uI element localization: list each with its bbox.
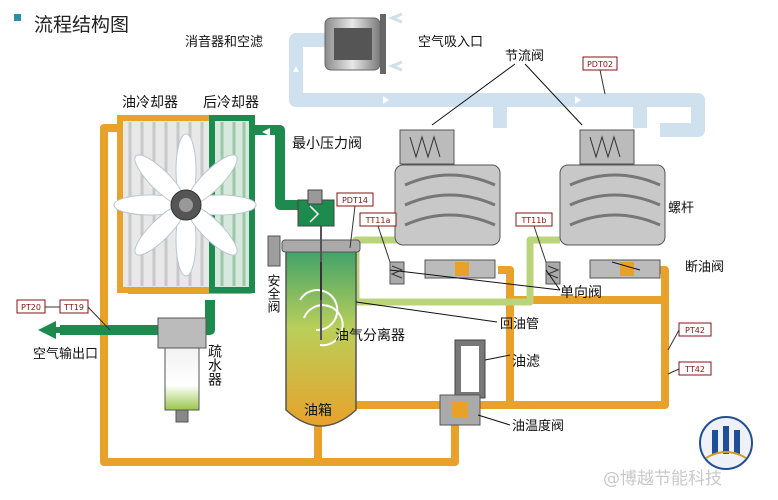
svg-text:PT42: PT42 bbox=[685, 326, 705, 335]
label-oil-filter: 油滤 bbox=[512, 354, 540, 370]
label-silencer-filter: 消音器和空滤 bbox=[185, 34, 263, 50]
label-oil-cooler: 油冷却器 bbox=[122, 95, 178, 111]
watermark-text: @博越节能科技 bbox=[603, 469, 722, 489]
label-oil-stop-valve: 断油阀 bbox=[685, 260, 724, 275]
label-drain: 疏水器 bbox=[206, 344, 222, 386]
label-safety-valve: 安全阀 bbox=[265, 274, 281, 313]
silencer-filter-unit bbox=[324, 12, 403, 74]
label-oil-tank: 油箱 bbox=[304, 403, 332, 419]
screw-compressor-b bbox=[559, 129, 666, 279]
sensor-tag: TT11b bbox=[515, 212, 553, 263]
intake-flow-arrows bbox=[293, 66, 581, 104]
svg-text:TT19: TT19 bbox=[63, 303, 84, 312]
oil-temp-valve bbox=[439, 394, 481, 426]
svg-text:TT42: TT42 bbox=[684, 365, 705, 374]
svg-text:PDT02: PDT02 bbox=[587, 60, 613, 69]
label-check-valve: 单向阀 bbox=[560, 285, 602, 301]
sensor-tag: TT19 bbox=[45, 299, 111, 331]
label-oil-return-pipe: 回油管 bbox=[500, 317, 539, 332]
check-valve-a bbox=[389, 261, 405, 285]
oil-tank bbox=[281, 226, 361, 427]
svg-text:PDT14: PDT14 bbox=[342, 196, 368, 205]
cooling-fan-icon bbox=[113, 133, 257, 277]
label-air-outlet: 空气输出口 bbox=[33, 346, 98, 362]
brand-logo bbox=[699, 416, 753, 470]
sensor-tag: TT11a bbox=[359, 212, 397, 263]
label-screw: 螺杆 bbox=[668, 201, 694, 216]
intake-air-pipe bbox=[289, 33, 705, 137]
label-min-pressure-valve: 最小压力阀 bbox=[292, 136, 362, 152]
sensor-tag: TT42 bbox=[667, 361, 712, 376]
label-oil-separator: 油气分离器 bbox=[335, 327, 405, 344]
page-title: 流程结构图 bbox=[34, 14, 129, 36]
label-air-inlet: 空气吸入口 bbox=[418, 34, 483, 50]
check-valve-b bbox=[545, 261, 561, 285]
sensor-tag: PT42 bbox=[667, 322, 712, 351]
sensor-tag: PDT02 bbox=[582, 56, 618, 95]
drain-trap bbox=[157, 317, 207, 423]
sensor-tag: PT20 bbox=[16, 299, 46, 314]
oil-filter bbox=[454, 339, 486, 399]
air-outlet-arrow-icon bbox=[38, 321, 76, 339]
svg-text:TT11a: TT11a bbox=[365, 216, 391, 225]
min-pressure-valve bbox=[297, 189, 335, 227]
label-oil-temp-valve: 油温度阀 bbox=[512, 418, 564, 434]
label-throttle-valve: 节流阀 bbox=[505, 49, 544, 64]
screw-compressor-a bbox=[394, 129, 501, 279]
label-after-cooler: 后冷却器 bbox=[203, 95, 259, 111]
svg-text:PT20: PT20 bbox=[21, 303, 41, 312]
title-bullet-icon bbox=[14, 14, 21, 21]
safety-valve bbox=[267, 235, 281, 267]
svg-text:TT11b: TT11b bbox=[521, 216, 547, 225]
sensor-tag: PDT14 bbox=[336, 192, 374, 249]
sensor-tags: PDT02 PDT14 TT11a TT11b PT42 TT42 bbox=[16, 56, 712, 376]
aftercooler-flow-arrow-icon bbox=[262, 128, 270, 136]
label-leader-lines bbox=[320, 63, 641, 426]
